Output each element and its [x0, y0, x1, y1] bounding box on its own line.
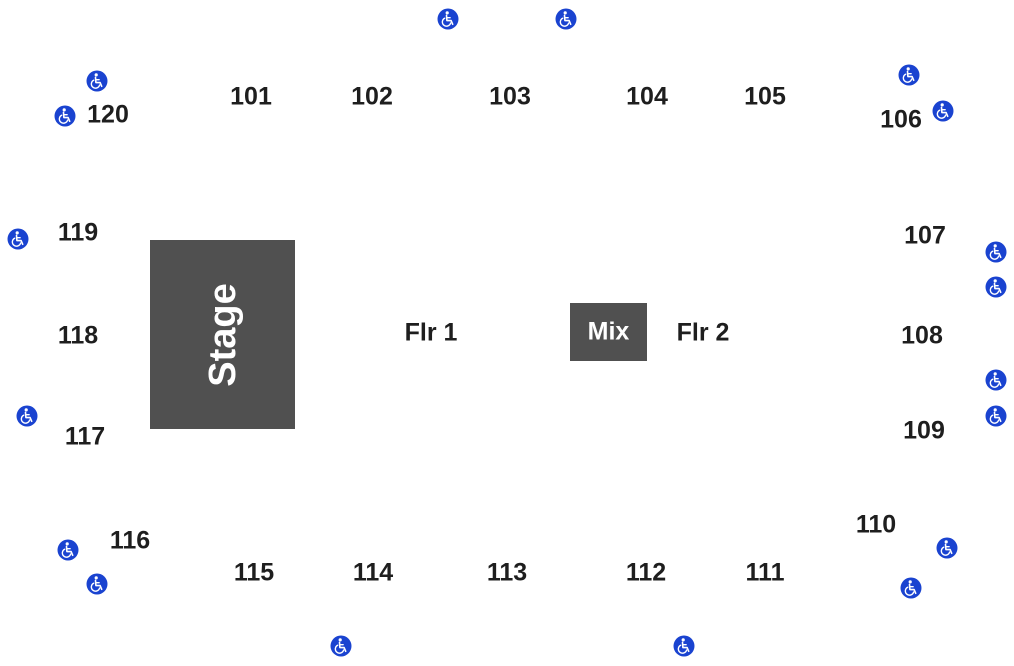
section-101[interactable]: 101 [230, 82, 272, 111]
wheelchair-accessible-icon[interactable] [330, 635, 352, 657]
section-118[interactable]: 118 [57, 321, 99, 350]
wheelchair-accessible-icon[interactable] [86, 573, 108, 595]
section-104[interactable]: 104 [626, 82, 668, 111]
section-109[interactable]: 109 [903, 416, 945, 445]
wheelchair-accessible-icon[interactable] [898, 64, 920, 86]
section-119[interactable]: 119 [57, 218, 99, 247]
stage: Stage [150, 240, 295, 429]
section-106[interactable]: 106 [880, 105, 922, 134]
mix-position: Mix [570, 303, 647, 361]
section-120[interactable]: 120 [87, 100, 129, 129]
floor-section-flr-1[interactable]: Flr 1 [404, 318, 458, 347]
section-103[interactable]: 103 [489, 82, 531, 111]
wheelchair-accessible-icon[interactable] [7, 228, 29, 250]
section-107[interactable]: 107 [904, 221, 946, 250]
section-110[interactable]: 110 [855, 510, 897, 539]
section-113[interactable]: 113 [486, 558, 528, 587]
wheelchair-accessible-icon[interactable] [932, 100, 954, 122]
wheelchair-accessible-icon[interactable] [16, 405, 38, 427]
section-114[interactable]: 114 [352, 558, 394, 587]
wheelchair-accessible-icon[interactable] [985, 276, 1007, 298]
section-117[interactable]: 117 [64, 422, 106, 451]
wheelchair-accessible-icon[interactable] [437, 8, 459, 30]
wheelchair-accessible-icon[interactable] [673, 635, 695, 657]
wheelchair-accessible-icon[interactable] [985, 405, 1007, 427]
wheelchair-accessible-icon[interactable] [985, 369, 1007, 391]
floor-section-flr-2[interactable]: Flr 2 [676, 318, 730, 347]
section-111[interactable]: 111 [745, 558, 785, 587]
wheelchair-accessible-icon[interactable] [936, 537, 958, 559]
section-116[interactable]: 116 [109, 526, 151, 555]
wheelchair-accessible-icon[interactable] [54, 105, 76, 127]
section-108[interactable]: 108 [901, 321, 943, 350]
wheelchair-accessible-icon[interactable] [985, 241, 1007, 263]
section-112[interactable]: 112 [625, 558, 667, 587]
wheelchair-accessible-icon[interactable] [86, 70, 108, 92]
wheelchair-accessible-icon[interactable] [900, 577, 922, 599]
stage-label: Stage [201, 282, 244, 387]
wheelchair-accessible-icon[interactable] [57, 539, 79, 561]
section-102[interactable]: 102 [351, 82, 393, 111]
wheelchair-accessible-icon[interactable] [555, 8, 577, 30]
section-115[interactable]: 115 [233, 558, 275, 587]
section-105[interactable]: 105 [744, 82, 786, 111]
mix-label: Mix [587, 317, 630, 346]
